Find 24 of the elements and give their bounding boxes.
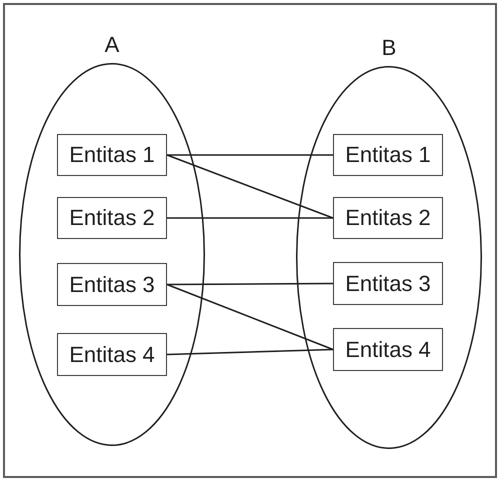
connector-line (166, 154, 334, 219)
entity-label: Entitas 3 (345, 270, 431, 296)
connector-line (167, 282, 333, 286)
entity-box (57, 263, 167, 306)
connector-line (167, 154, 333, 156)
entity-label: Entitas 1 (69, 142, 155, 168)
entity-box (57, 134, 167, 176)
connector-line (166, 284, 334, 350)
entity-label: Entitas 1 (345, 142, 431, 168)
entity-label: Entitas 4 (69, 342, 155, 368)
entity-box (57, 197, 167, 239)
entity-box (333, 262, 443, 305)
set-label: B (382, 34, 396, 62)
entity-box (333, 134, 443, 176)
entity-box (333, 328, 443, 371)
set-label: A (104, 31, 120, 59)
entity-label: Entitas 4 (345, 336, 431, 362)
connector-line (166, 348, 334, 356)
entity-label: Entitas 3 (69, 272, 155, 298)
connector-line (167, 217, 333, 219)
entity-box (57, 333, 167, 376)
entity-label: Entitas 2 (69, 205, 155, 231)
entity-box (333, 197, 443, 239)
entity-label: Entitas 2 (345, 205, 431, 231)
